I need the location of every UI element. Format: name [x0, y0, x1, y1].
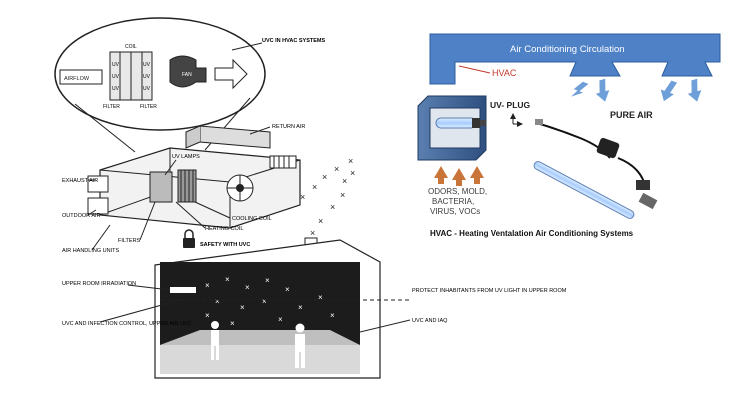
svg-text:×: × — [262, 297, 267, 306]
uv-lamps-label: UV LAMPS — [172, 154, 200, 160]
uv-label-5: UV — [143, 74, 151, 80]
svg-text:×: × — [265, 276, 270, 285]
contaminants-line-3: VIRUS, VOCs — [430, 207, 480, 216]
svg-text:×: × — [340, 190, 345, 200]
svg-text:×: × — [318, 216, 323, 226]
outdoor-air-label: OUTDOOR AIR — [62, 213, 101, 219]
svg-text:×: × — [322, 172, 327, 182]
svg-text:×: × — [285, 285, 290, 294]
svg-text:×: × — [298, 303, 303, 312]
room-callouts: UPPER ROOM IRRADIATION UVC AND INFECTION… — [62, 281, 567, 333]
person-figure-2 — [295, 323, 305, 368]
hvac-unit — [417, 95, 487, 161]
svg-text:×: × — [240, 303, 245, 312]
air-duct — [429, 33, 721, 85]
hvac-caption: HVAC - Heating Ventalation Air Condition… — [430, 229, 634, 238]
airflow-label: AIRFLOW — [64, 76, 90, 82]
svg-text:×: × — [205, 311, 210, 320]
heating-coil-label: HEATING COIL — [205, 226, 243, 232]
contaminants-line-2: BACTERIA, — [432, 197, 474, 206]
uv-label-1: UV — [112, 62, 120, 68]
svg-text:×: × — [225, 275, 230, 284]
uv-plug-label: UV- PLUG — [490, 100, 531, 110]
svg-text:×: × — [230, 319, 235, 328]
contaminants-line-1: ODORS, MOLD, — [428, 187, 487, 196]
svg-text:×: × — [342, 176, 347, 186]
svg-text:×: × — [310, 228, 315, 238]
svg-text:×: × — [312, 182, 317, 192]
svg-text:×: × — [318, 293, 323, 302]
air-handling-units-label: AIR HANDLING UNITS — [62, 248, 119, 254]
ahu-callouts: RETURN AIR UV LAMPS EXHAUST AIR OUTDOOR … — [62, 124, 305, 254]
left-uvc-diagram: AIRFLOW UV UV UV UV UV UV COIL FILTER FI… — [54, 17, 567, 379]
air-handling-unit — [87, 125, 301, 248]
filters-label: FILTERS — [118, 238, 141, 244]
filter-label-2: FILTER — [140, 104, 157, 110]
uv-lamp-tube — [435, 117, 477, 129]
pure-air-arrows — [571, 78, 702, 102]
safety-with-uvc-label: SAFETY WITH UVC — [200, 242, 250, 248]
filter-label-1: FILTER — [103, 104, 120, 110]
magnified-coil-view: AIRFLOW UV UV UV UV UV UV COIL FILTER FI… — [54, 17, 325, 153]
protect-inhabitants-label: PROTECT INHABITANTS FROM UV LIGHT IN UPP… — [412, 288, 567, 294]
upper-room-label: UPPER ROOM IRRADIATION — [62, 281, 136, 287]
svg-text:×: × — [300, 192, 305, 202]
particle-trail: ××× ××× ××× ×× — [300, 156, 355, 238]
hvac-pointer — [458, 65, 491, 74]
coil-label: COIL — [125, 44, 137, 50]
right-hvac-diagram: Air Conditioning Circulation PURE AIR HV… — [417, 33, 721, 238]
svg-text:×: × — [330, 311, 335, 320]
return-air-label: RETURN AIR — [272, 124, 305, 130]
uvc-and-iaq-label: UVC AND IAQ — [412, 318, 448, 324]
uvc-infection-label: UVC AND INFECTION CONTROL, UPPER AIR UVC — [62, 321, 192, 327]
fan-label: FAN — [182, 72, 192, 78]
uv-label-4: UV — [143, 62, 151, 68]
svg-text:×: × — [348, 156, 353, 166]
uv-label-6: UV — [143, 86, 151, 92]
svg-text:×: × — [334, 164, 339, 174]
person-figure-1 — [211, 321, 219, 360]
svg-text:×: × — [278, 315, 283, 324]
hvac-label: HVAC — [492, 68, 517, 78]
svg-text:×: × — [350, 168, 355, 178]
uv-label-2: UV — [112, 74, 120, 80]
duct-title: Air Conditioning Circulation — [510, 44, 625, 55]
svg-text:×: × — [245, 283, 250, 292]
uvc-in-hvac-label: UVC IN HVAC SYSTEMS — [262, 38, 325, 44]
pure-air-label: PURE AIR — [610, 110, 653, 120]
svg-text:×: × — [330, 202, 335, 212]
svg-text:×: × — [215, 297, 220, 306]
cooling-coil-label: COOLING COIL — [232, 216, 272, 222]
svg-text:×: × — [205, 281, 210, 290]
uv-label-3: UV — [112, 86, 120, 92]
room-sketch: × × × × × × × × × × × × × × — [154, 239, 410, 379]
exhaust-air-label: EXHAUST AIR — [62, 178, 98, 184]
contaminant-arrows — [434, 166, 484, 186]
uv-lamp-product — [533, 119, 658, 219]
